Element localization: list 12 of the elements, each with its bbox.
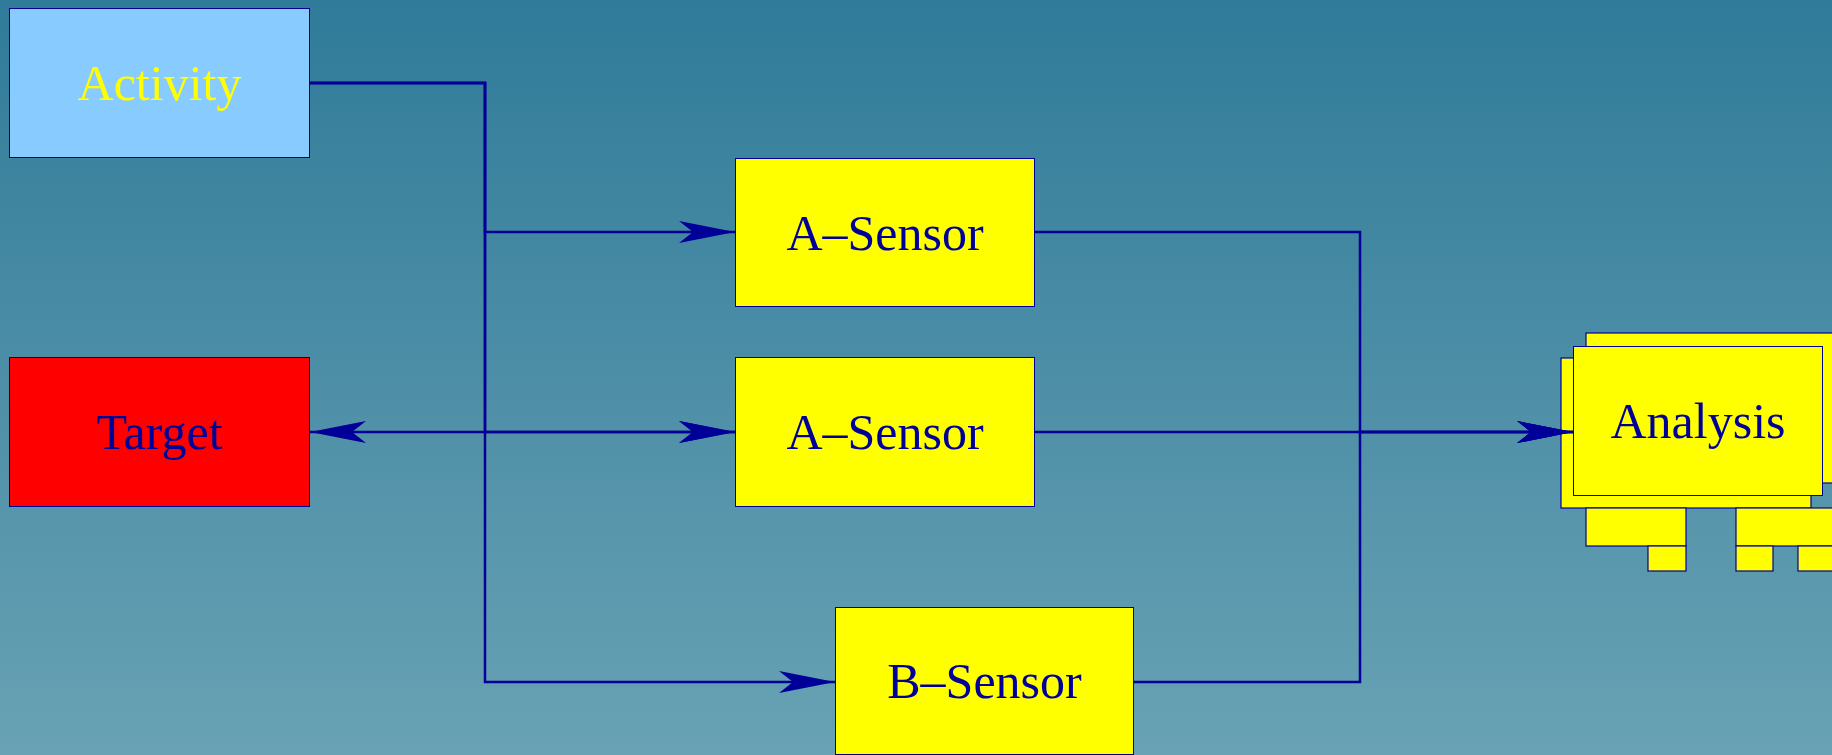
activity-box	[9, 8, 310, 158]
target-box	[9, 357, 310, 507]
box-label: B–Sensor	[887, 656, 1082, 706]
analysis-box	[1573, 346, 1823, 496]
arrow	[310, 81, 835, 693]
box-label: A–Sensor	[786, 407, 984, 457]
arrow	[310, 421, 735, 443]
arrow	[1134, 421, 1573, 684]
sensor-box	[735, 158, 1035, 307]
sensor-box	[735, 357, 1035, 507]
sensor-box	[835, 607, 1134, 755]
box-label: A–Sensor	[786, 207, 984, 258]
